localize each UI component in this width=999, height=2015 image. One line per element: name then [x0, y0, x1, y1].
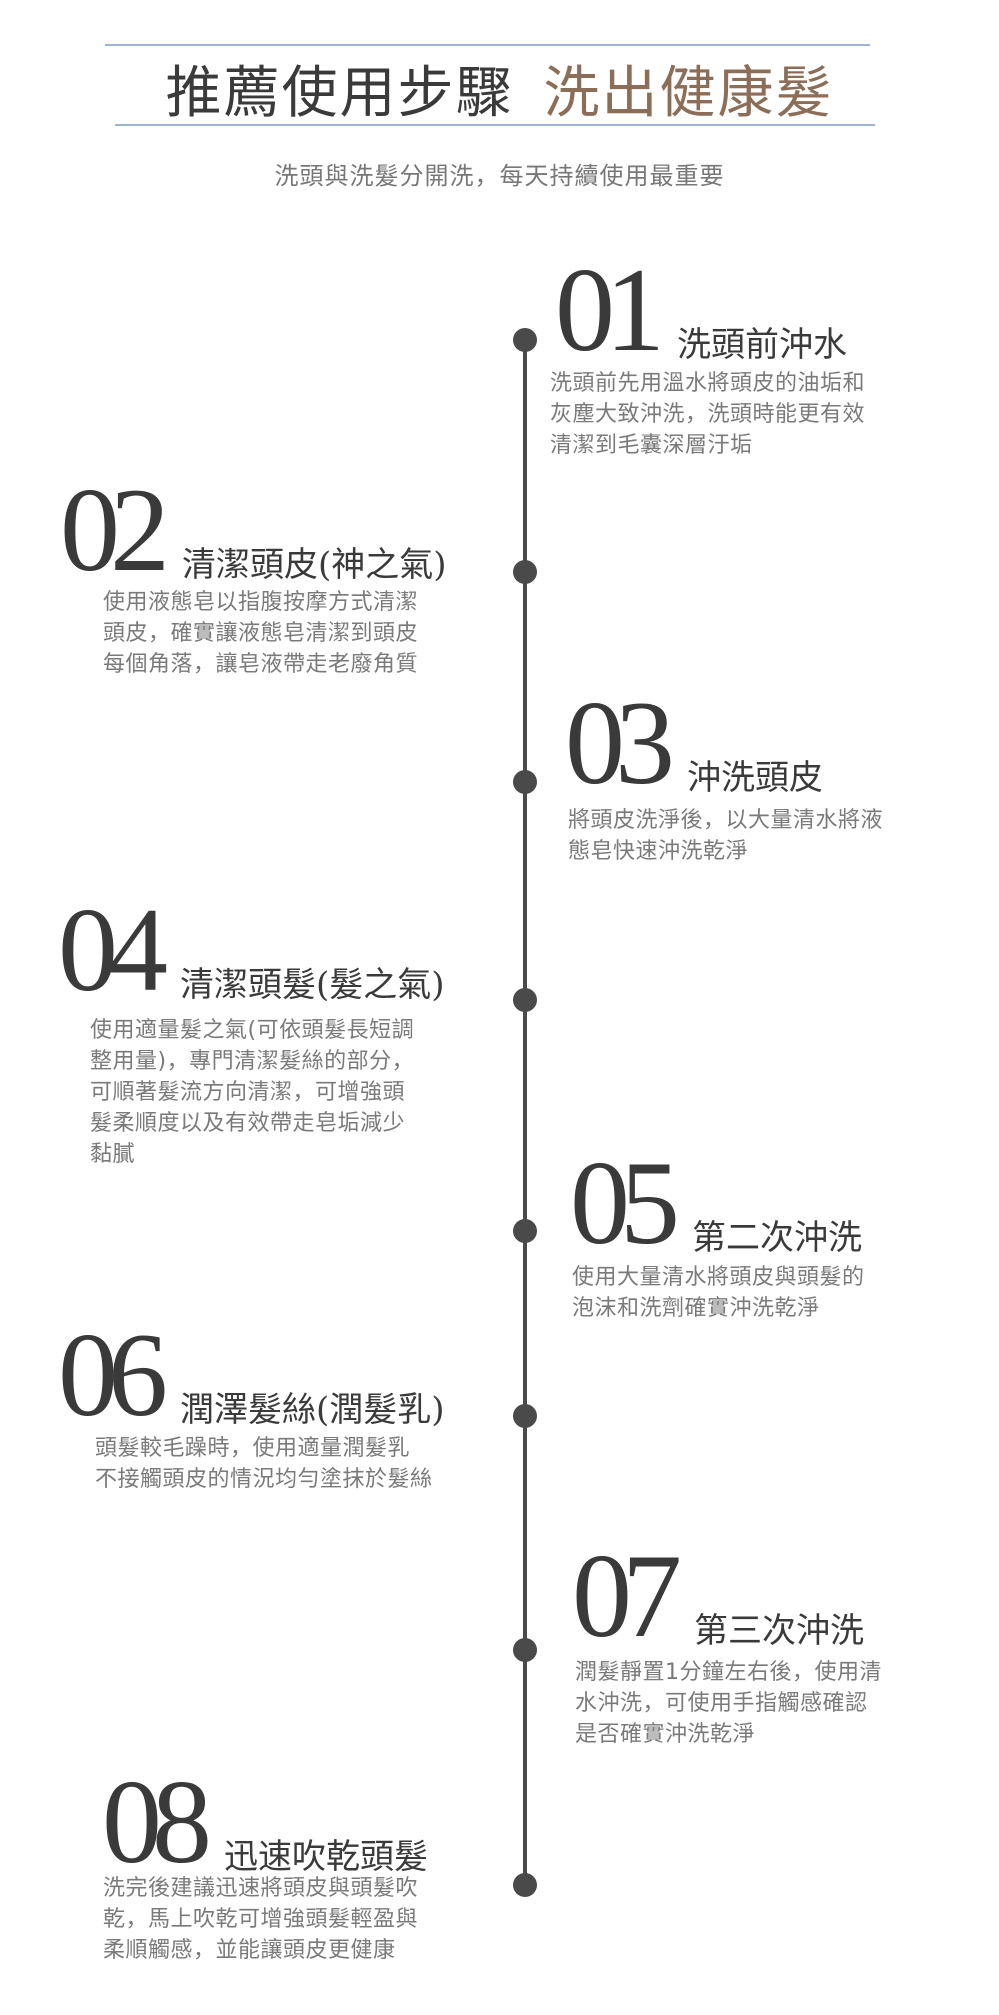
step-08-description: 洗完後建議迅速將頭皮與頭髮吹 乾，馬上吹乾可增強頭髮輕盈與 柔順觸感，並能讓頭皮… — [103, 1876, 419, 1963]
step-number: 07 — [572, 1529, 682, 1662]
step-02-description: 使用液態皂以指腹按摩方式清潔 頭皮，確實讓液態皂清潔到頭皮 每個角落，讓皂液帶走… — [103, 590, 419, 677]
title-main: 推薦使用步驟 — [165, 61, 514, 126]
header-top-rule — [105, 44, 870, 46]
timeline-dot-01 — [513, 328, 537, 352]
step-number: 08 — [102, 1755, 212, 1888]
timeline-dot-08 — [513, 1873, 537, 1897]
step-title: 第三次沖洗 — [694, 1611, 864, 1651]
step-number: 06 — [58, 1308, 168, 1441]
step-01-description: 洗頭前先用溫水將頭皮的油垢和 灰塵大致沖洗，洗頭時能更有效 清潔到毛囊深層汙垢 — [550, 371, 866, 458]
timeline-dot-07 — [513, 1638, 537, 1662]
step-number: 01 — [555, 243, 665, 376]
step-number: 05 — [570, 1136, 680, 1269]
step-title: 清潔頭髮(髮之氣) — [180, 965, 445, 1005]
step-title: 迅速吹乾頭髮 — [224, 1837, 428, 1877]
timeline-dot-03 — [513, 770, 537, 794]
step-title: 潤澤髮絲(潤髮乳) — [180, 1390, 445, 1430]
timeline-dot-06 — [513, 1404, 537, 1428]
step-title: 沖洗頭皮 — [687, 758, 823, 798]
timeline-dot-02 — [513, 560, 537, 584]
step-07-description: 潤髮靜置1分鐘左右後，使用清 水沖洗，可使用手指觸感確認 是否確實沖洗乾淨 — [575, 1660, 882, 1747]
step-04-description: 使用適量髮之氣(可依頭髮長短調 整用量)，專門清潔髮絲的部分， 可順著髮流方向清… — [90, 1018, 415, 1167]
step-05-description: 使用大量清水將頭皮與頭髮的 泡沫和洗劑確實沖洗乾淨 — [572, 1265, 865, 1321]
step-number: 04 — [58, 883, 168, 1016]
step-number: 02 — [60, 463, 170, 596]
page-subtitle: 洗頭與洗髮分開洗，每天持續使用最重要 — [274, 162, 725, 190]
timeline-line — [523, 340, 527, 1885]
step-03-description: 將頭皮洗淨後，以大量清水將液 態皂快速沖洗乾淨 — [568, 808, 884, 864]
step-number: 03 — [565, 676, 675, 809]
page-title: 推薦使用步驟洗出健康髮 — [0, 48, 999, 129]
timeline-dot-04 — [513, 988, 537, 1012]
timeline-dot-05 — [513, 1219, 537, 1243]
step-06-description: 頭髮較毛躁時，使用適量潤髮乳 不接觸頭皮的情況均勻塗抹於髮絲 — [95, 1436, 433, 1492]
step-title: 第二次沖洗 — [692, 1218, 862, 1258]
header-bottom-rule — [115, 124, 875, 126]
step-title: 清潔頭皮(神之氣) — [182, 545, 447, 585]
title-accent: 洗出健康髮 — [543, 61, 834, 126]
step-title: 洗頭前沖水 — [677, 325, 847, 365]
